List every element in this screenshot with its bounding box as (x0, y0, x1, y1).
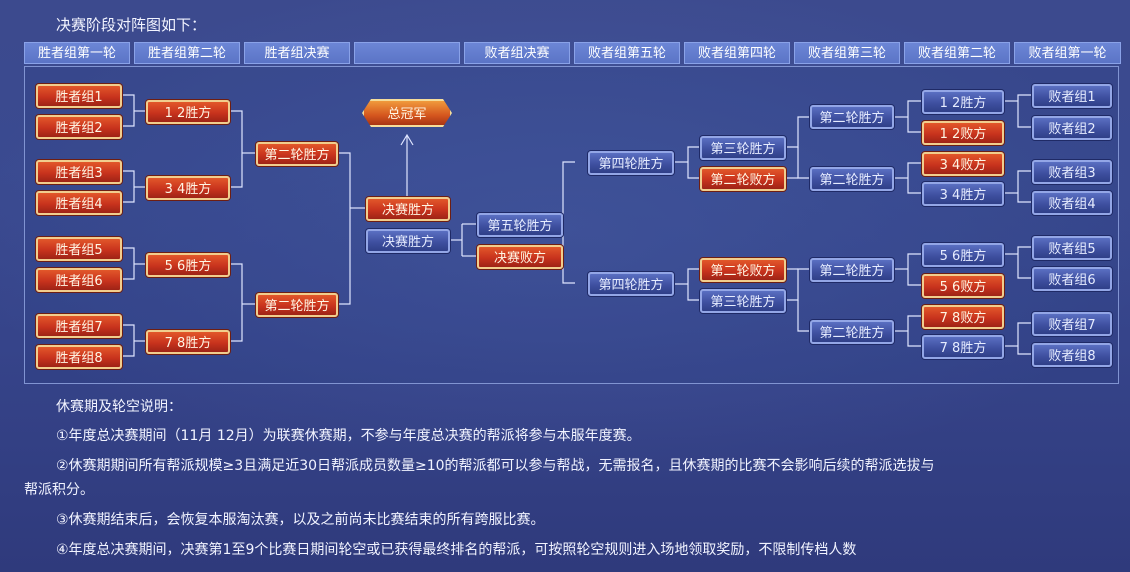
column-header-loser-final: 败者组决赛 (464, 42, 570, 64)
column-header-loser-r4: 败者组第四轮 (684, 42, 790, 64)
loser-r3-3: 第二轮胜方 (810, 258, 894, 282)
winner-r2-match-4: 7 8胜方 (146, 330, 230, 354)
loser-r1-team-7: 败者组7 (1032, 312, 1112, 336)
column-header-grand-final (354, 42, 460, 64)
loser-r3-4: 第二轮胜方 (810, 320, 894, 344)
loser-final-winner: 第五轮胜方 (477, 213, 563, 237)
column-header-loser-r1: 败者组第一轮 (1014, 42, 1121, 64)
winner-r1-team-7: 胜者组7 (36, 314, 122, 338)
winner-r1-team-5: 胜者组5 (36, 237, 122, 261)
champion-badge: 总冠军 (362, 99, 452, 127)
loser-r1-team-2: 败者组2 (1032, 116, 1112, 140)
winner-r2-match-3: 5 6胜方 (146, 253, 230, 277)
loser-r1-team-8: 败者组8 (1032, 343, 1112, 367)
loser-r1-team-6: 败者组6 (1032, 267, 1112, 291)
winner-final-top: 第二轮胜方 (256, 142, 338, 166)
loser-r4-4: 第三轮胜方 (700, 289, 786, 313)
grand-final-winner: 决赛胜方 (366, 197, 450, 221)
column-header-winner-final: 胜者组决赛 (244, 42, 350, 64)
winner-r1-team-2: 胜者组2 (36, 115, 122, 139)
winner-final-bottom: 第二轮胜方 (256, 293, 338, 317)
loser-r2-7: 7 8败方 (922, 305, 1004, 329)
column-header-loser-r3: 败者组第三轮 (794, 42, 900, 64)
winner-r1-team-1: 胜者组1 (36, 84, 122, 108)
loser-r2-6: 5 6败方 (922, 274, 1004, 298)
winner-r1-team-8: 胜者组8 (36, 345, 122, 369)
notes-title: 休赛期及轮空说明： (56, 399, 182, 415)
column-header-bar: 胜者组第一轮 胜者组第二轮 胜者组决赛 败者组决赛 败者组第五轮 败者组第四轮 … (24, 42, 1121, 64)
loser-r5-top: 第四轮胜方 (588, 151, 674, 175)
winner-r1-team-6: 胜者组6 (36, 268, 122, 292)
loser-r3-2: 第二轮胜方 (810, 167, 894, 191)
loser-r1-team-3: 败者组3 (1032, 160, 1112, 184)
winner-r2-match-1: 1 2胜方 (146, 100, 230, 124)
loser-r5-bottom: 第四轮胜方 (588, 272, 674, 296)
column-header-loser-r2: 败者组第二轮 (904, 42, 1010, 64)
column-header-winner-r2: 胜者组第二轮 (134, 42, 240, 64)
loser-r2-5: 5 6胜方 (922, 243, 1004, 267)
loser-r4-2: 第二轮败方 (700, 167, 786, 191)
loser-r2-4: 3 4胜方 (922, 182, 1004, 206)
loser-r2-3: 3 4败方 (922, 152, 1004, 176)
loser-r2-2: 1 2败方 (922, 121, 1004, 145)
loser-r4-3: 第二轮败方 (700, 258, 786, 282)
bracket-heading: 决赛阶段对阵图如下： (56, 16, 207, 34)
winner-r1-team-3: 胜者组3 (36, 160, 122, 184)
grand-final-loser-bracket: 决赛胜方 (366, 229, 450, 253)
column-header-winner-r1: 胜者组第一轮 (24, 42, 130, 64)
loser-r1-team-1: 败者组1 (1032, 84, 1112, 108)
loser-final-loser: 决赛败方 (477, 245, 563, 269)
column-header-loser-r5: 败者组第五轮 (574, 42, 680, 64)
note-3: ③休赛期结束后，会恢复本服淘汰赛，以及之前尚未比赛结束的所有跨服比赛。 (56, 512, 545, 528)
loser-r2-8: 7 8胜方 (922, 335, 1004, 359)
loser-r4-1: 第三轮胜方 (700, 136, 786, 160)
winner-r1-team-4: 胜者组4 (36, 191, 122, 215)
note-4: ④年度总决赛期间，决赛第1至9个比赛日期间轮空或已获得最终排名的帮派，可按照轮空… (56, 542, 857, 558)
loser-r1-team-4: 败者组4 (1032, 191, 1112, 215)
winner-r2-match-2: 3 4胜方 (146, 176, 230, 200)
loser-r2-1: 1 2胜方 (922, 90, 1004, 114)
note-1: ①年度总决赛期间（11月 12月）为联赛休赛期，不参与年度总决赛的帮派将参与本服… (56, 428, 641, 444)
note-2: ②休赛期期间所有帮派规模≥3且满足近30日帮派成员数量≥10的帮派都可以参与帮战… (56, 458, 935, 474)
loser-r3-1: 第二轮胜方 (810, 105, 894, 129)
note-2-continued: 帮派积分。 (24, 482, 94, 498)
loser-r1-team-5: 败者组5 (1032, 236, 1112, 260)
